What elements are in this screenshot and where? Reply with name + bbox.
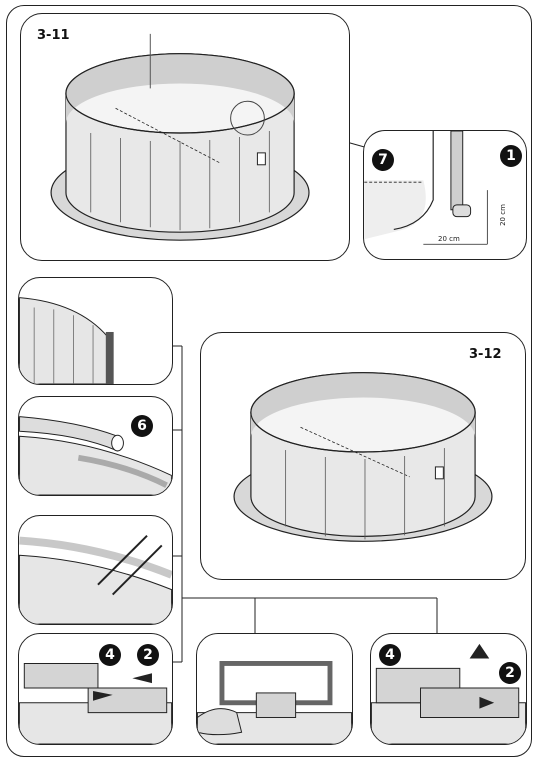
badge-7-icon: 7 — [372, 149, 394, 171]
page-frame — [6, 5, 532, 757]
final-joint-illustration — [371, 643, 526, 744]
step-panel-2: 6 — [18, 396, 173, 496]
step-panel-4: 4 2 — [18, 633, 173, 745]
dimension-vertical: 20 cm — [498, 204, 507, 226]
badge-2-right-icon: 2 — [499, 662, 521, 684]
dimension-horizontal: 20 cm — [438, 235, 460, 243]
detail-panel: 7 1 20 cm 20 cm — [363, 130, 527, 260]
figure-3-11-panel: 3-11 — [20, 13, 350, 261]
wall-edge-illustration — [19, 297, 114, 384]
joining-strips-illustration — [19, 662, 172, 744]
detail-illustration — [364, 131, 488, 245]
pool-coping-illustration — [233, 372, 493, 542]
cutting-strip-illustration — [19, 534, 172, 624]
step-panel-1 — [18, 277, 173, 385]
pool-illustration — [50, 33, 310, 241]
step-panel-5 — [196, 633, 353, 745]
badge-1-icon: 1 — [500, 145, 522, 167]
figure-label-3-12: 3-12 — [469, 347, 502, 362]
step-panel-3 — [18, 515, 173, 625]
badge-6-icon: 6 — [131, 415, 153, 437]
figure-label-3-11: 3-11 — [37, 28, 70, 43]
saw-illustration — [197, 661, 352, 744]
badge-2-icon: 2 — [137, 644, 159, 666]
badge-4-icon: 4 — [99, 644, 121, 666]
badge-4-right-icon: 4 — [379, 644, 401, 666]
figure-3-12-panel: 3-12 — [200, 332, 526, 580]
coping-strip-illustration — [19, 416, 172, 495]
step-panel-6: 4 2 — [370, 633, 527, 745]
